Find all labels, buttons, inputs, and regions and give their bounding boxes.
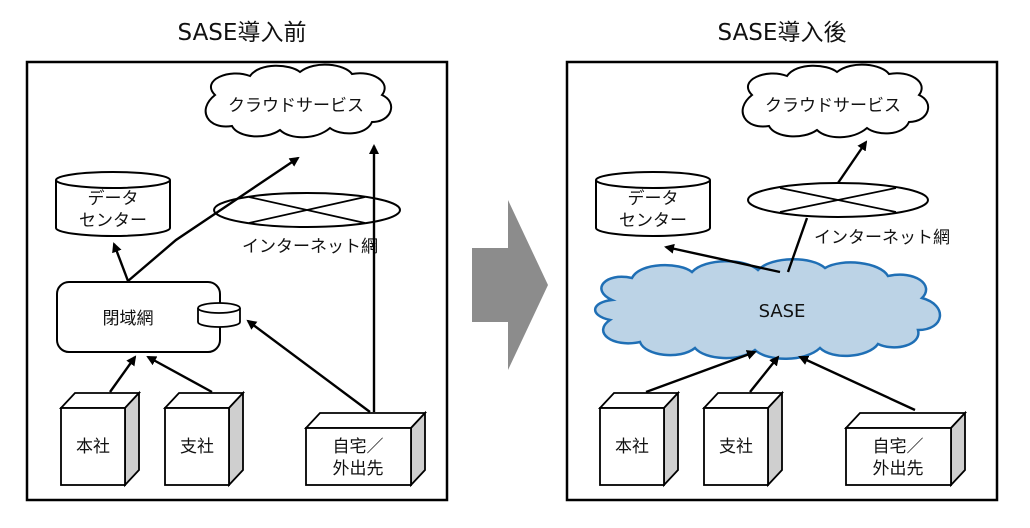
after-remote-box: 自宅／ 外出先 — [843, 410, 968, 488]
before-closed-network: 閉域網 — [56, 281, 241, 353]
before-datacenter-label-1: データ — [88, 188, 139, 209]
after-title: SASE導入後 — [718, 20, 847, 46]
before-hq-label: 本社 — [76, 437, 110, 457]
before-remote-label-1: 自宅／ — [333, 437, 384, 457]
before-remote-box: 自宅／ 外出先 — [303, 410, 428, 488]
after-remote-label-1: 自宅／ — [873, 437, 924, 457]
sase-label: SASE — [759, 301, 806, 322]
after-datacenter: データ センター — [595, 171, 711, 237]
before-branch-box: 支社 — [162, 390, 246, 488]
before-cloud: クラウドサービス — [204, 63, 393, 139]
after-datacenter-label-1: データ — [628, 188, 679, 209]
after-hq-label: 本社 — [615, 437, 649, 457]
after-panel — [565, 60, 999, 502]
before-branch-label: 支社 — [180, 437, 214, 457]
before-datacenter-label-2: センター — [79, 211, 147, 231]
before-title: SASE導入前 — [178, 20, 307, 46]
sase-cloud: SASE — [594, 258, 942, 360]
after-internet-label: インターネット網 — [814, 228, 950, 248]
before-internet: インターネット網 — [213, 192, 401, 257]
before-datacenter: データ センター — [55, 171, 171, 237]
before-hq-box: 本社 — [58, 390, 142, 488]
after-remote-label-2: 外出先 — [873, 459, 924, 479]
after-datacenter-label-2: センター — [619, 211, 687, 231]
before-arrows — [109, 144, 379, 413]
before-internet-label: インターネット網 — [242, 237, 378, 257]
transition-arrow — [472, 200, 548, 370]
after-cloud: クラウドサービス — [741, 63, 930, 139]
before-remote-label-2: 外出先 — [333, 459, 384, 479]
after-arrows — [645, 140, 916, 412]
after-branch-label: 支社 — [719, 437, 753, 457]
after-internet: インターネット網 — [747, 182, 950, 248]
before-cloud-label: クラウドサービス — [228, 96, 364, 116]
after-cloud-label: クラウドサービス — [765, 96, 901, 116]
after-hq-box: 本社 — [597, 390, 681, 488]
before-panel — [25, 60, 449, 502]
before-closed-network-label: 閉域網 — [103, 309, 154, 329]
after-branch-box: 支社 — [701, 390, 785, 488]
